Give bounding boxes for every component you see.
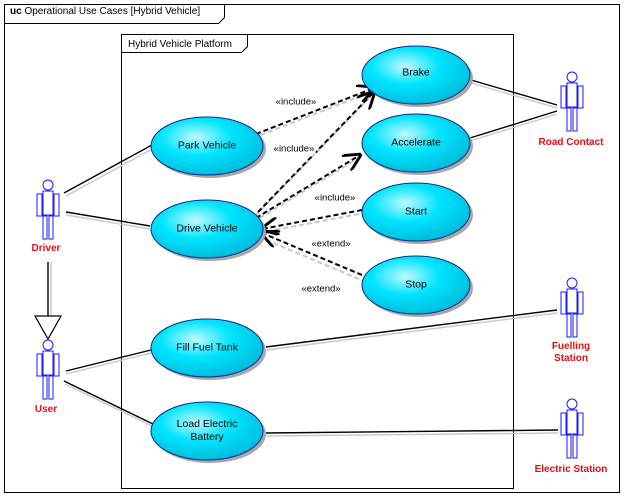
use-case-start-label: Start <box>404 205 428 218</box>
use-case-accelerate-label: Accelerate <box>391 136 441 149</box>
use-case-start <box>361 182 471 242</box>
road-contact-actor-icon <box>560 71 584 132</box>
use-case-drive-vehicle <box>150 199 264 259</box>
system-boundary-title: Hybrid Vehicle Platform <box>128 39 232 50</box>
frame-keyword: uc <box>10 6 22 17</box>
use-case-brake-label: Brake <box>402 66 430 79</box>
load-battery-label-line2: Battery <box>190 431 224 443</box>
use-case-load-electric-battery-label: Load Electric Battery <box>177 418 238 444</box>
actor-road-contact-label: Road Contact <box>538 137 604 148</box>
include-label-drive-brake: «include» <box>272 143 316 155</box>
fuelling-label-line1: Fuelling <box>551 341 591 352</box>
use-case-park-vehicle-label: Park Vehicle <box>177 139 237 152</box>
frame-tab-border <box>4 4 225 24</box>
use-case-shapes <box>150 45 473 463</box>
include-label-drive-start: «include» <box>313 192 357 204</box>
use-case-load-electric-battery <box>150 401 264 461</box>
fuelling-label-line2: Station <box>554 353 588 364</box>
include-park-brake <box>255 88 374 135</box>
actor-figures <box>36 71 584 459</box>
use-case-accelerate <box>361 113 471 173</box>
extend-label-1: «extend» <box>310 238 352 250</box>
use-case-drive-vehicle-label: Drive Vehicle <box>176 222 238 235</box>
include-drive-accelerate <box>255 155 360 219</box>
load-battery-label-line1: Load Electric <box>176 418 238 430</box>
fuelling-station-actor-icon <box>560 277 584 338</box>
use-case-fill-fuel-tank-label: Fill Fuel Tank <box>176 341 238 354</box>
use-case-brake <box>361 45 471 105</box>
actor-fuelling-station-label: Fuelling Station <box>552 341 590 365</box>
extend-label-2: «extend» <box>300 283 342 295</box>
include-drive-start <box>262 209 363 229</box>
actor-driver-label: Driver <box>31 243 61 254</box>
frame-title: uc Operational Use Cases [Hybrid Vehicle… <box>10 6 200 17</box>
include-drive-brake <box>257 92 374 213</box>
extend-stop-drive <box>262 233 363 276</box>
actor-user-label: User <box>34 404 58 415</box>
actor-electric-station-label: Electric Station <box>534 464 608 475</box>
use-case-stop-label: Stop <box>405 278 427 291</box>
include-label-park-brake: «include» <box>274 96 318 108</box>
dependencies <box>252 88 374 280</box>
use-case-fill-fuel-tank <box>150 318 264 378</box>
driver-actor-icon <box>36 179 60 240</box>
user-actor-icon <box>36 339 60 400</box>
generalization-arrow <box>33 262 63 341</box>
associations <box>63 79 559 437</box>
frame-title-text: Operational Use Cases [Hybrid Vehicle] <box>24 6 201 17</box>
use-case-stop <box>361 255 471 315</box>
electric-station-actor-icon <box>560 398 584 459</box>
boundary-tab-border <box>121 34 248 53</box>
use-case-park-vehicle <box>150 116 264 176</box>
